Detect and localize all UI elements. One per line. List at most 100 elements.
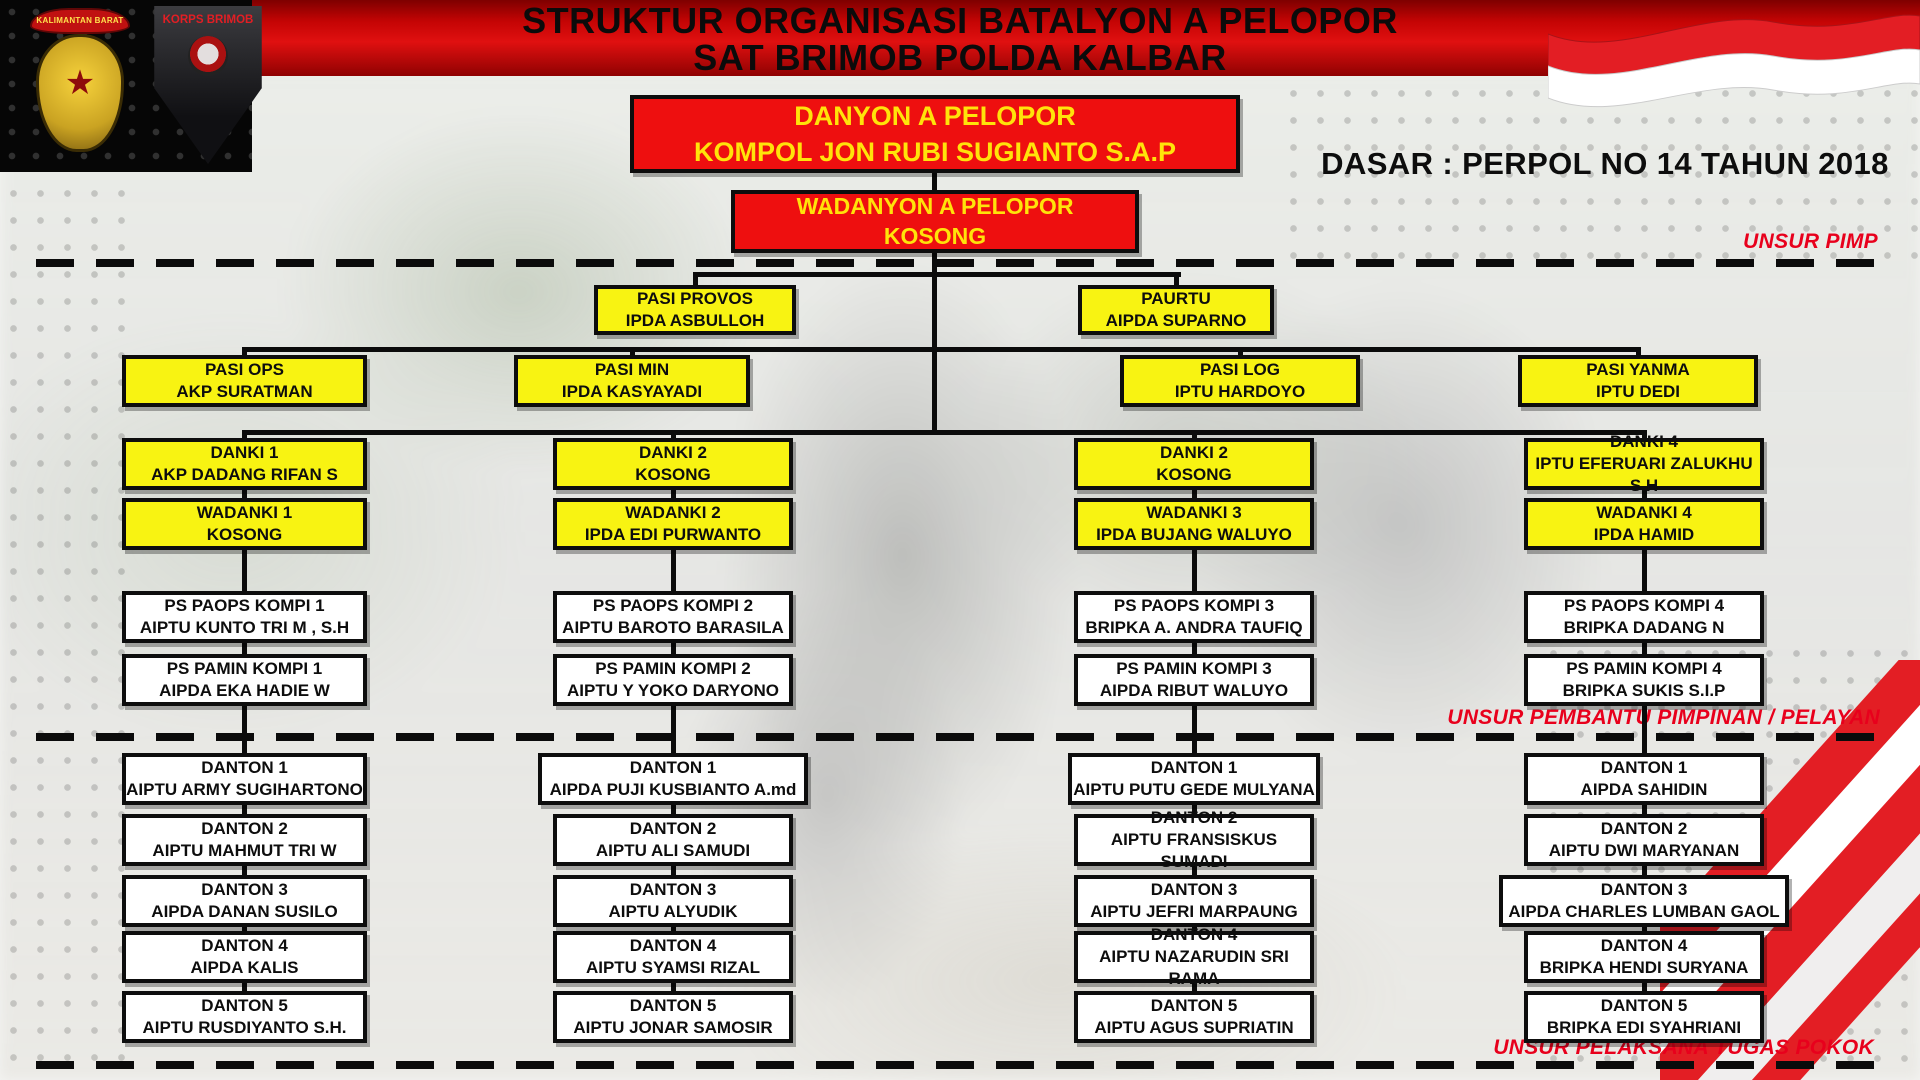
- connector-line: [1636, 347, 1641, 357]
- box-title: DANTON 2: [201, 818, 288, 838]
- box-title: DANTON 3: [1600, 879, 1688, 899]
- box-title: PASI LOG: [1200, 359, 1280, 379]
- connector-line: [1642, 430, 1647, 440]
- box-title: DANTON 5: [629, 995, 717, 1015]
- connector-line: [1192, 548, 1197, 593]
- box-title: PS PAOPS KOMPI 1: [164, 595, 325, 615]
- box-title: DANTON 3: [629, 879, 717, 899]
- box-title: PS PAMIN KOMPI 3: [1116, 658, 1272, 678]
- box-title: WADANKI 1: [196, 502, 293, 522]
- box-title: PAURTU: [1141, 288, 1211, 308]
- box-name: KOSONG: [206, 525, 283, 544]
- box-name: IPTU DEDI: [1595, 382, 1681, 401]
- box-title: DANTON 1: [1150, 757, 1238, 777]
- connector-line: [671, 548, 676, 593]
- box-title: PS PAOPS KOMPI 4: [1563, 595, 1725, 615]
- box-title: DANKI 2: [1159, 442, 1228, 462]
- box-title: DANTON 4: [1150, 924, 1238, 944]
- org-box-danton-1-3: DANTON 3 AIPDA DANAN SUSILO: [122, 875, 367, 927]
- box-title: PASI PROVOS: [637, 288, 753, 308]
- org-box-danki-1: DANKI 1 AKP DADANG RIFAN S: [122, 438, 367, 490]
- org-box-pasi-log: PASI LOG IPTU HARDOYO: [1120, 355, 1360, 407]
- org-box-danton-4-1: DANTON 1 AIPDA SAHIDIN: [1524, 753, 1764, 805]
- connector-line: [242, 430, 1647, 435]
- box-title: PASI OPS: [204, 359, 285, 379]
- connector-line: [1642, 704, 1647, 755]
- org-box-danton-2-1: DANTON 1 AIPDA PUJI KUSBIANTO A.md: [538, 753, 808, 805]
- connector-line: [932, 171, 937, 190]
- org-box-paops-1: PS PAOPS KOMPI 1 AIPTU KUNTO TRI M , S.H: [122, 591, 367, 643]
- org-box-wadanki-1: WADANKI 1 KOSONG: [122, 498, 367, 550]
- org-box-paurtu: PAURTU AIPDA SUPARNO: [1078, 285, 1274, 335]
- box-name: AIPTU FRANSISKUS SUMADI: [1110, 829, 1278, 872]
- org-box-danton-2-4: DANTON 4 AIPTU SYAMSI RIZAL: [553, 931, 793, 983]
- connector-line: [671, 803, 676, 816]
- section-label-pembantu: UNSUR PEMBANTU PIMPINAN / PELAYAN: [1447, 706, 1880, 729]
- connector-line: [693, 272, 1181, 277]
- box-title: DANTON 1: [629, 757, 717, 777]
- org-box-danki-3: DANKI 2 KOSONG: [1074, 438, 1314, 490]
- connector-line: [1192, 488, 1197, 500]
- box-name: KOSONG: [635, 465, 711, 484]
- org-box-paops-3: PS PAOPS KOMPI 3 BRIPKA A. ANDRA TAUFIQ: [1074, 591, 1314, 643]
- org-box-danton-3-3: DANTON 3 AIPTU JEFRI MARPAUNG: [1074, 875, 1314, 927]
- box-title: DANTON 3: [201, 879, 288, 899]
- org-box-danton-4-5: DANTON 5 BRIPKA EDI SYAHRIANI: [1524, 991, 1764, 1043]
- box-name: KOSONG: [883, 222, 987, 249]
- box-title: WADANYON A PELOPOR: [796, 192, 1074, 219]
- flag-ribbon-top-right: [1548, 0, 1920, 110]
- connector-line: [1192, 430, 1197, 440]
- connector-line: [242, 981, 247, 993]
- box-title: DANKI 4: [1609, 431, 1678, 451]
- box-title: WADANKI 4: [1596, 502, 1692, 522]
- box-name: AIPDA DANAN SUSILO: [151, 902, 338, 921]
- box-name: BRIPKA A. ANDRA TAUFIQ: [1085, 618, 1303, 637]
- org-box-danton-4-2: DANTON 2 AIPTU DWI MARYANAN: [1524, 814, 1764, 866]
- box-name: AIPTU SYAMSI RIZAL: [585, 958, 761, 977]
- connector-line: [1192, 981, 1197, 993]
- connector-line: [1174, 272, 1179, 287]
- connector-line: [242, 704, 247, 755]
- connector-line: [671, 430, 676, 440]
- connector-line: [1642, 864, 1647, 877]
- box-name: IPDA BUJANG WALUYO: [1096, 525, 1292, 544]
- box-name: BRIPKA DADANG N: [1563, 618, 1725, 637]
- box-title: DANTON 2: [629, 818, 717, 838]
- box-title: WADANKI 3: [1146, 502, 1242, 522]
- connector-line: [242, 347, 247, 357]
- org-box-danton-2-5: DANTON 5 AIPTU JONAR SAMOSIR: [553, 991, 793, 1043]
- connector-line: [1642, 548, 1647, 593]
- org-box-danton-4-3: DANTON 3 AIPDA CHARLES LUMBAN GAOL: [1499, 875, 1789, 927]
- connector-line: [242, 803, 247, 816]
- org-box-danton-2-2: DANTON 2 AIPTU ALI SAMUDI: [553, 814, 793, 866]
- page-title-line1: STRUKTUR ORGANISASI BATALYON A PELOPOR: [522, 0, 1398, 41]
- box-title: DANTON 5: [201, 995, 288, 1015]
- box-title: PASI MIN: [594, 359, 670, 379]
- box-name: AIPDA EKA HADIE W: [159, 681, 330, 700]
- connector-line: [1192, 803, 1197, 816]
- org-box-paops-2: PS PAOPS KOMPI 2 AIPTU BAROTO BARASILA: [553, 591, 793, 643]
- org-box-danton-1-5: DANTON 5 AIPTU RUSDIYANTO S.H.: [122, 991, 367, 1043]
- box-name: IPDA KASYAYADI: [561, 382, 703, 401]
- box-name: AIPTU KUNTO TRI M , S.H: [139, 618, 350, 637]
- org-box-pasi-yanma: PASI YANMA IPTU DEDI: [1518, 355, 1758, 407]
- box-name: AIPTU NAZARUDIN SRI RAMA: [1099, 946, 1289, 989]
- box-name: IPTU HARDOYO: [1174, 382, 1306, 401]
- box-name: AIPTU ALI SAMUDI: [595, 841, 751, 860]
- org-box-pamin-4: PS PAMIN KOMPI 4 BRIPKA SUKIS S.I.P: [1524, 654, 1764, 706]
- connector-line: [671, 925, 676, 933]
- box-title: WADANKI 2: [625, 502, 721, 522]
- box-name: AIPTU AGUS SUPRIATIN: [1094, 1018, 1294, 1037]
- box-name: AKP DADANG RIFAN S: [151, 465, 338, 484]
- org-box-danton-3-5: DANTON 5 AIPTU AGUS SUPRIATIN: [1074, 991, 1314, 1043]
- connector-line: [242, 347, 1641, 352]
- box-name: BRIPKA SUKIS S.I.P: [1562, 681, 1726, 700]
- section-divider-pembantu: [36, 733, 1884, 741]
- org-box-wadanki-4: WADANKI 4 IPDA HAMID: [1524, 498, 1764, 550]
- box-name: AKP SURATMAN: [176, 382, 313, 401]
- legal-basis-text: DASAR : PERPOL NO 14 TAHUN 2018: [1321, 146, 1889, 181]
- org-box-pamin-3: PS PAMIN KOMPI 3 AIPDA RIBUT WALUYO: [1074, 654, 1314, 706]
- box-name: AIPDA PUJI KUSBIANTO A.md: [549, 780, 797, 799]
- korps-brimob-label: KORPS BRIMOB: [162, 14, 254, 26]
